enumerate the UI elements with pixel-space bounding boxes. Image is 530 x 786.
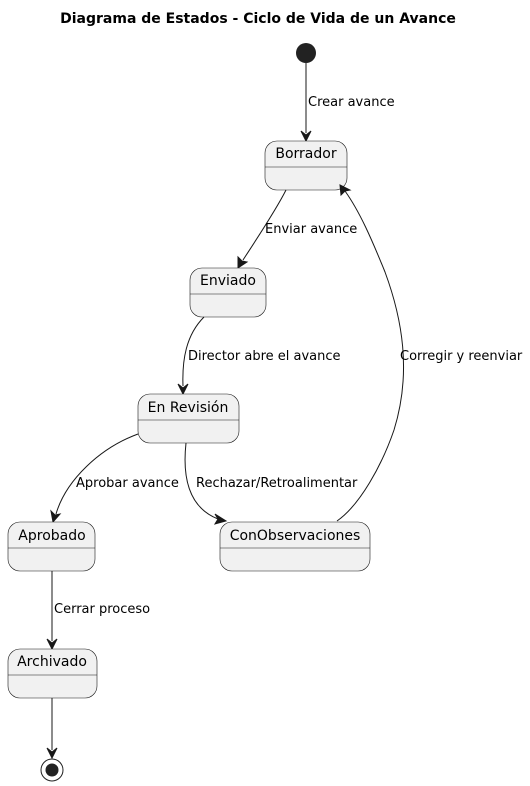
state-archivado-label: Archivado xyxy=(17,654,87,670)
state-en-revision: En Revisión xyxy=(137,393,240,444)
edge-label-enviar-avance: Enviar avance xyxy=(265,222,357,237)
edge-enviar-avance: Enviar avance xyxy=(237,189,357,269)
state-enviado: Enviado xyxy=(189,267,267,318)
state-borrador-label: Borrador xyxy=(275,146,336,162)
edge-director-abre: Director abre el avance xyxy=(177,316,341,396)
edge-crear-avance: Crear avance xyxy=(300,63,395,143)
edge-aprobar-avance: Aprobar avance xyxy=(50,433,179,524)
edge-cerrar-proceso: Cerrar proceso xyxy=(46,571,150,651)
state-con-observaciones: ConObservaciones xyxy=(219,521,371,572)
state-aprobado: Aprobado xyxy=(7,521,96,572)
initial-state-marker xyxy=(296,43,316,63)
state-archivado: Archivado xyxy=(7,648,98,699)
edge-label-corregir-reenviar: Corregir y reenviar xyxy=(400,349,523,364)
edge-label-cerrar-proceso: Cerrar proceso xyxy=(54,602,150,617)
edge-rechazar-retroalimentar: Rechazar/Retroalimentar xyxy=(184,442,358,525)
edge-label-aprobar-avance: Aprobar avance xyxy=(76,476,179,491)
final-state-marker xyxy=(40,758,64,782)
edge-to-final xyxy=(46,698,58,760)
diagram-title: Diagrama de Estados - Ciclo de Vida de u… xyxy=(60,11,456,27)
edge-label-rechazar-retroalimentar: Rechazar/Retroalimentar xyxy=(196,476,358,491)
state-con-observaciones-label: ConObservaciones xyxy=(230,528,361,544)
state-en-revision-label: En Revisión xyxy=(148,400,229,416)
edge-corregir-reenviar: Corregir y reenviar xyxy=(336,184,523,522)
state-aprobado-label: Aprobado xyxy=(18,528,85,544)
state-borrador: Borrador xyxy=(264,140,348,191)
edge-label-director-abre: Director abre el avance xyxy=(188,349,341,364)
edge-label-crear-avance: Crear avance xyxy=(308,95,395,110)
state-enviado-label: Enviado xyxy=(200,273,256,289)
